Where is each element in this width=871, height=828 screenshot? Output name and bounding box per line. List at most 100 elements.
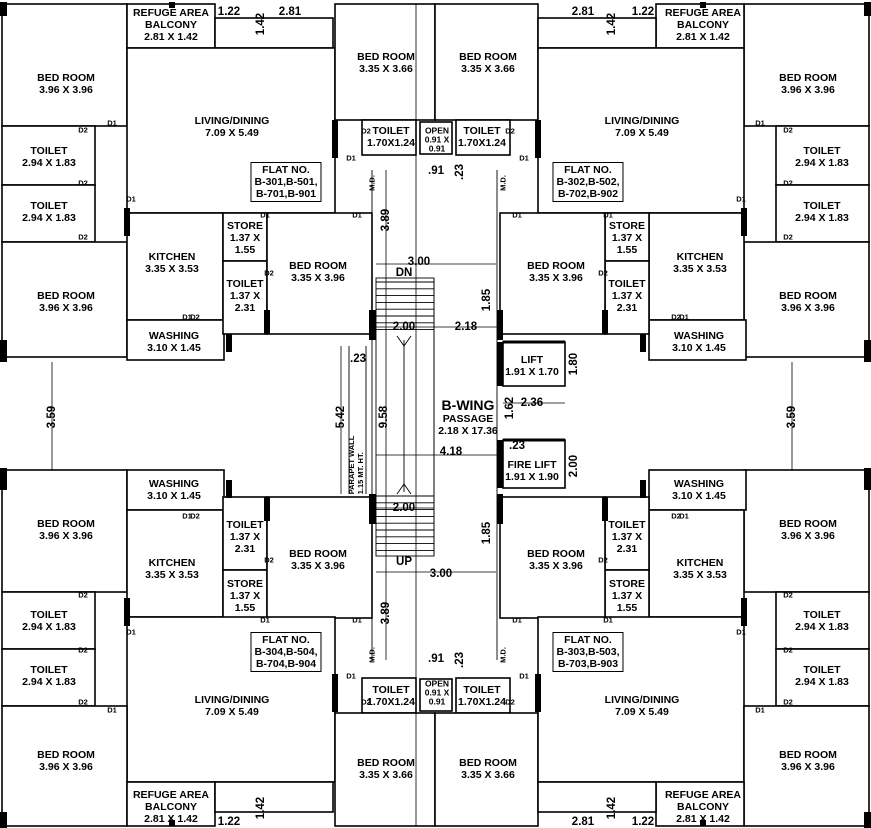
room-label-line-1: LIVING/DINING <box>194 694 270 706</box>
flat-number-box: FLAT NO.B-304,B-504,B-704,B-904 <box>250 632 322 672</box>
flat-number-box-line-1: FLAT NO. <box>262 164 310 176</box>
dimension-label: 3.89 <box>380 601 392 625</box>
wall-store-tl <box>222 212 268 262</box>
small-room-label-line-2: BALCONY <box>677 19 729 31</box>
door-tag: D1 <box>260 210 270 220</box>
door-tag: D1 <box>352 615 362 625</box>
room-label-line-2: 3.96 X 3.96 <box>39 761 93 773</box>
room-label-line-1: BED ROOM <box>779 518 837 530</box>
wall-open-bc <box>419 678 453 712</box>
room-label-line-1: BED ROOM <box>459 757 517 769</box>
small-room-label-line-2: 1.70X1.24 <box>367 137 415 149</box>
room-label-line-1: LIVING/DINING <box>604 115 680 127</box>
door-tag: D2 <box>361 126 371 136</box>
dimension-label: DN <box>395 267 413 279</box>
room-label-line-1: TOILET <box>803 200 841 212</box>
open-label-line-3: 0.91 <box>428 143 446 154</box>
flat-number-box-line-1: FLAT NO. <box>564 164 612 176</box>
column <box>497 494 503 524</box>
dimension-label: 1.62 <box>504 396 516 420</box>
small-room-label-line-1: TOILET <box>463 684 501 696</box>
room-label-line-2: 2.94 X 1.83 <box>795 676 849 688</box>
door-tag: D2 <box>783 590 793 600</box>
small-room-label-line-1: TOILET <box>372 125 410 137</box>
room-label-line-2: 3.35 X 3.96 <box>529 560 583 572</box>
room-label-line-2: 2.94 X 1.83 <box>795 157 849 169</box>
column <box>0 812 7 828</box>
column <box>0 2 7 16</box>
door-tag: D2 <box>190 511 200 521</box>
room-label-line-1: BED ROOM <box>357 757 415 769</box>
small-room-label-line-3: 2.31 <box>234 302 256 314</box>
door-tag: D1 <box>346 153 356 163</box>
room-label-line-2: 3.10 X 1.45 <box>672 490 726 502</box>
dimension-label: 2.00 <box>392 502 416 514</box>
room-label-line-2: 3.35 X 3.53 <box>673 263 727 275</box>
parapet-wall-label: PARAPET WALL 1.15 MT. HT. <box>347 436 365 495</box>
door-tag: D2 <box>783 125 793 135</box>
room-label-line-2: 3.10 X 1.45 <box>672 342 726 354</box>
up-arrow <box>396 483 412 495</box>
column <box>0 468 7 490</box>
room-label-line-1: BED ROOM <box>37 72 95 84</box>
wall-bedroom2-bl <box>1 705 128 827</box>
column <box>602 497 608 521</box>
small-room-label-line-1: STORE <box>609 220 645 232</box>
room-label-line-2: 3.35 X 3.66 <box>359 769 413 781</box>
room-label-line-2: 2.94 X 1.83 <box>795 212 849 224</box>
door-tag: D1 <box>603 615 613 625</box>
wall-kitchen-tr <box>648 212 745 321</box>
md-tag: M.D. <box>367 175 377 191</box>
small-room-label-line-2: 1.70X1.24 <box>458 137 506 149</box>
small-room-label-line-2: 1.37 X <box>229 232 261 244</box>
column <box>864 340 871 362</box>
door-tag: D2 <box>78 645 88 655</box>
md-tag: M.D. <box>498 647 508 663</box>
small-room-label-line-1: STORE <box>227 220 263 232</box>
wall-bedroom-bc2 <box>434 712 539 827</box>
wall-refuge-tr <box>655 3 745 49</box>
wall-bedroom3-br <box>499 496 606 619</box>
door-tag: D1 <box>736 194 746 204</box>
small-room-label-line-2: 1.37 X <box>611 531 643 543</box>
wall-bedroom-tc2 <box>434 3 539 121</box>
wall-balcony-strip-tr <box>537 17 657 49</box>
door-tag: D2 <box>671 511 681 521</box>
door-tag: D1 <box>603 210 613 220</box>
room-label-line-1: WASHING <box>148 478 200 490</box>
wall-bedroom-bc1 <box>334 712 436 827</box>
wall-washing-tr <box>648 319 747 361</box>
room-label-line-2: 3.35 X 3.96 <box>529 272 583 284</box>
wing-title: B-WING PASSAGE 2.18 X 17.36 <box>438 397 498 437</box>
room-label-line-1: WASHING <box>673 330 725 342</box>
small-room-label-line-2: BALCONY <box>145 801 197 813</box>
column <box>497 310 503 340</box>
wall-fire-lift <box>502 439 566 489</box>
room-label-line-2: 7.09 X 5.49 <box>205 127 259 139</box>
small-room-label-line-2: BALCONY <box>677 801 729 813</box>
door-tag: D1 <box>512 210 522 220</box>
open-label-line-2: 0.91 X <box>424 687 450 698</box>
door-tag: D2 <box>598 555 608 565</box>
dimension-label: 2.00 <box>392 321 416 333</box>
room-label-line-1: BED ROOM <box>357 51 415 63</box>
room-label-line-1: KITCHEN <box>148 251 196 263</box>
room-label-line-1: TOILET <box>803 609 841 621</box>
flat-number-box: FLAT NO.B-301,B-501,B-701,B-901 <box>250 162 322 202</box>
small-room-label-line-3: 2.81 X 1.42 <box>676 31 730 43</box>
column <box>332 674 338 712</box>
room-label-line-2: 7.09 X 5.49 <box>615 127 669 139</box>
room-label-line-2: 3.10 X 1.45 <box>147 342 201 354</box>
wall-toilet2-bl <box>1 648 96 707</box>
